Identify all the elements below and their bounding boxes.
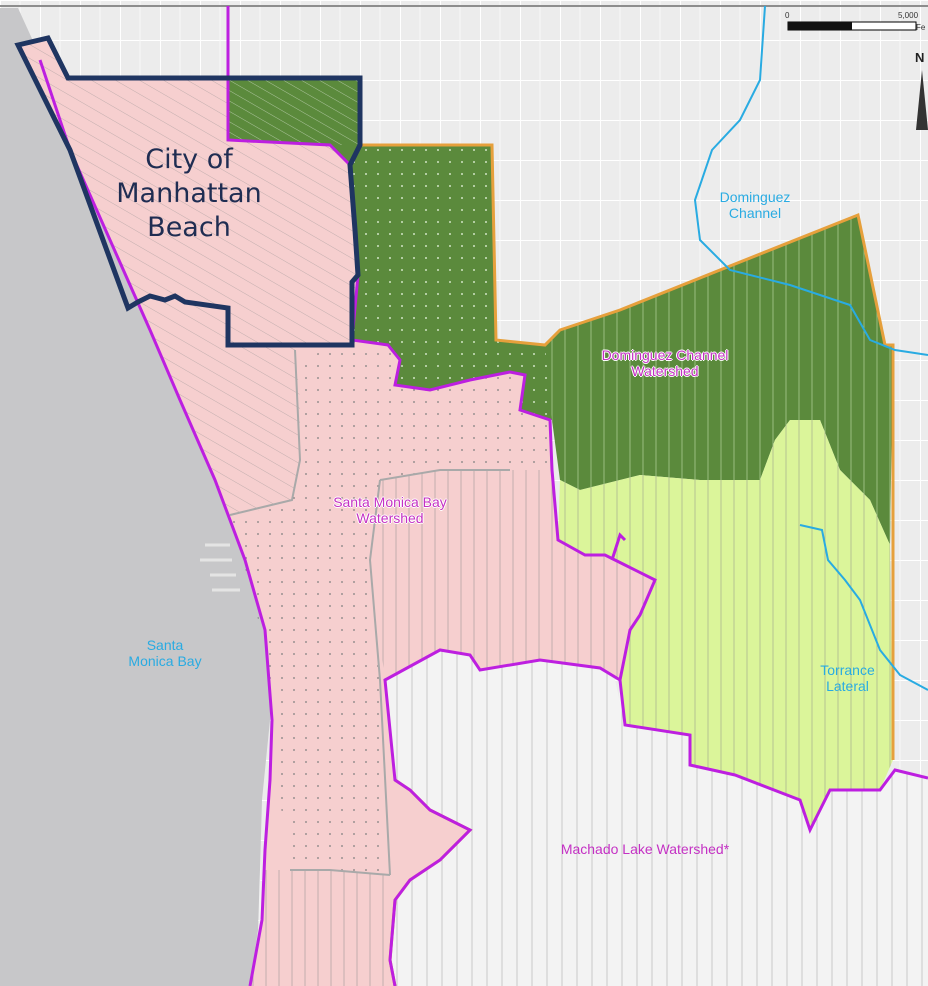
machado-lake-watershed-label: Machado Lake Watershed* [560,841,730,857]
city-of-manhattan-beach-label: City of Manhattan Beach [104,143,274,245]
torrance-lateral-label: Torrance Lateral [800,662,895,694]
dominguez-dotted-hatch [350,145,552,420]
subarea-boundaries [229,349,510,876]
dominguez-watershed-line-2: Watershed [631,362,699,379]
santa-monica-bay-label: Santa Monica Bay [110,637,220,669]
dominguez-channel-line-2: Channel [728,204,782,221]
dominguez-channel-watershed-label: Dominguez Channel Watershed [575,347,755,379]
marina-piers [200,543,240,592]
santa-monica-watershed-boundary [226,6,657,986]
santa-monica-bay-line-2: Monica Bay [128,652,202,669]
santa-monica-watershed-line-2: Watershed [356,509,424,526]
coastline-boundary [38,59,274,986]
torrance-lateral-line [799,524,928,691]
vertical-hatch-south [250,870,395,986]
santa-monica-bay-line-1: Santa [146,637,184,653]
santa-monica-watershed-line-1: Santa Monica Bay [333,494,447,510]
north-arrow-icon [916,70,928,130]
city-of-manhattan-beach-boundary [14,35,363,348]
dominguez-diagonal-hatch [228,78,360,145]
scale-end-label: 5,000 [898,11,919,20]
dominguez-vertical-hatch [545,215,893,545]
north-arrow-label: N [915,50,925,65]
dominguez-watershed-line-1: Dominguez Channel [601,347,729,363]
machado-lake-hatch [270,650,928,986]
scale-start-label: 0 [785,11,790,20]
vertical-hatch-zone [370,470,655,680]
diagonal-hatch-zone [18,38,358,515]
dotted-hatch-zone [230,340,552,875]
scale-unit-label: Fe [916,23,926,32]
scale-bar-black-segment [788,22,852,30]
city-label-line-3: Beach [147,212,231,243]
city-label-line-2: Manhattan [116,178,262,209]
santa-monica-bay-water [0,8,270,986]
dominguez-channel-line-1: Dominguez [719,189,791,205]
santa-monica-bay-watershed-label: Santa Monica Bay Watershed [305,494,475,526]
watershed-boundary-spur [610,532,627,561]
dominguez-channel-label: Dominguez Channel [700,189,810,221]
machado-watershed-boundary [618,679,928,834]
torrance-lateral-line-2: Lateral [826,677,869,694]
torrance-lateral-line-1: Torrance [820,662,875,678]
city-label-line-1: City of [145,144,233,175]
dominguez-channel-line [693,5,928,356]
